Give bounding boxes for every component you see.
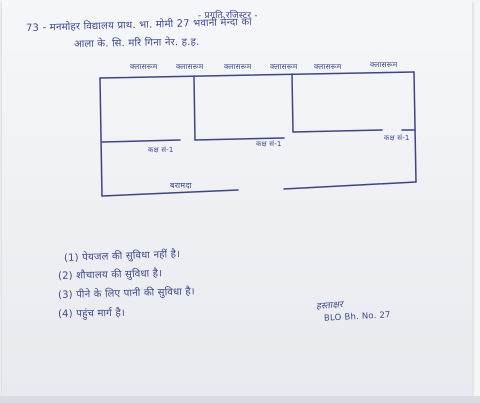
room-label: क्लासरूम [224,62,252,71]
room-number-label: कक्ष सं-1 [384,134,410,142]
document-paper: - प्रगति रजिस्टर - 73 - मनमोहर विद्यालय … [2,0,472,396]
plan-wall [101,139,181,143]
room-label: क्लासरूम [270,62,298,71]
floor-plan-drawing [99,71,417,197]
signature: हस्ताक्षर [315,300,344,312]
plan-wall [291,73,294,133]
plan-wall [193,75,196,141]
room-label: क्लासरूम [314,62,342,71]
verandah-label: बरामदा [170,181,192,190]
room-number-label: कक्ष सं-1 [256,140,282,148]
page-edge-shadow [0,396,480,403]
plan-wall [194,137,285,141]
plan-wall [99,71,415,79]
header-title: - प्रगति रजिस्टर - [198,11,258,21]
plan-wall [101,189,239,197]
room-label: क्लासरूम [176,62,204,71]
room-number-label: कक्ष सं-1 [148,146,174,154]
plan-wall [292,129,383,133]
room-label: क्लासरूम [370,60,398,69]
plan-wall [99,77,103,197]
plan-wall [413,71,417,183]
room-label: क्लासरूम [130,62,158,71]
facility-item: (2) शौचालय की सुविधा है। [57,268,163,282]
plan-wall [283,181,417,190]
facility-item: (4) पहुंच मार्ग है। [57,307,126,320]
